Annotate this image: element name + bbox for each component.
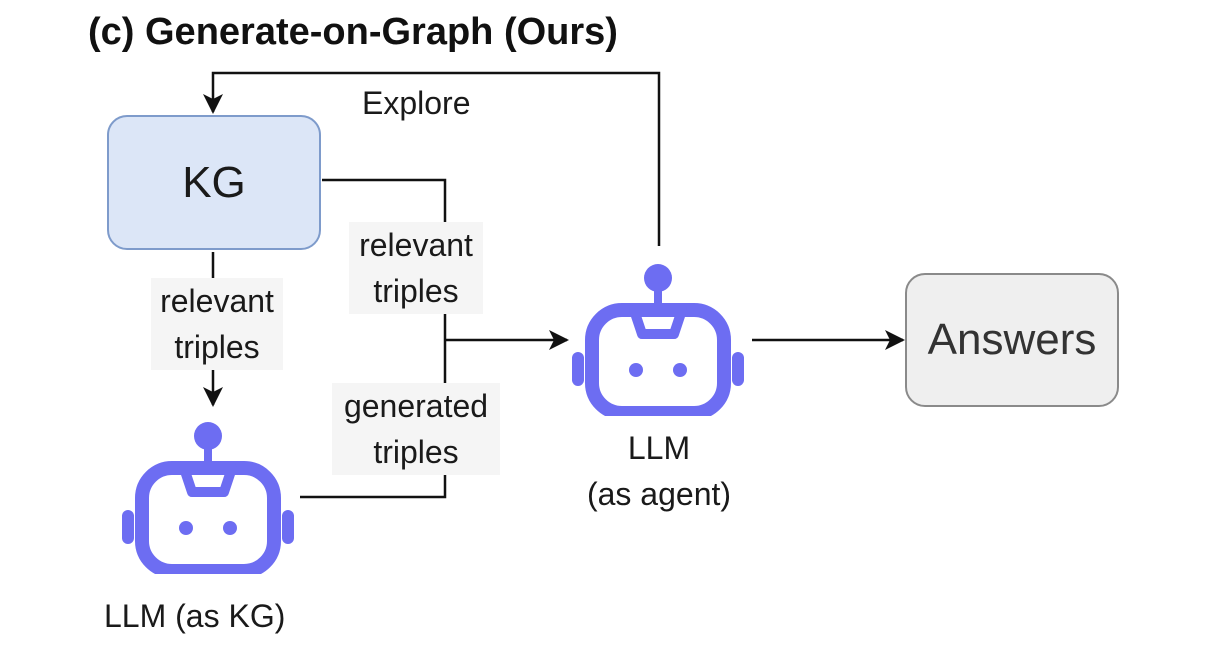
llm-agent-label-line1: LLM xyxy=(627,430,691,466)
llm-agent-label: LLM (as agent) xyxy=(567,425,751,517)
llm-kg-label: LLM (as KG) xyxy=(104,593,286,639)
explore-edge xyxy=(203,71,661,246)
llm-agent-label-line2: (as agent) xyxy=(586,476,732,512)
kg-node: KG xyxy=(107,115,321,250)
kg-to-llmkg-label: relevant triples xyxy=(151,278,283,370)
kg-node-label: KG xyxy=(182,157,246,207)
kg-to-agent-label: relevant triples xyxy=(349,222,483,314)
kg-to-agent-label-line1: relevant xyxy=(359,227,473,263)
answers-node-label: Answers xyxy=(927,315,1097,364)
robot-icon xyxy=(572,264,744,416)
explore-label: Explore xyxy=(362,80,471,126)
diagram-title: (c) Generate-on-Graph (Ours) xyxy=(88,11,618,53)
llmkg-to-agent-label-line1: generated xyxy=(343,388,489,424)
llmkg-to-agent-label-line2: triples xyxy=(373,434,459,470)
answers-node: Answers xyxy=(905,273,1119,407)
kg-to-llmkg-label-line1: relevant xyxy=(160,283,274,319)
llmkg-to-agent-label: generated triples xyxy=(332,383,500,475)
robot-icon xyxy=(122,422,294,574)
kg-to-llmkg-label-line2: triples xyxy=(174,329,260,365)
kg-to-agent-label-line2: triples xyxy=(373,273,459,309)
